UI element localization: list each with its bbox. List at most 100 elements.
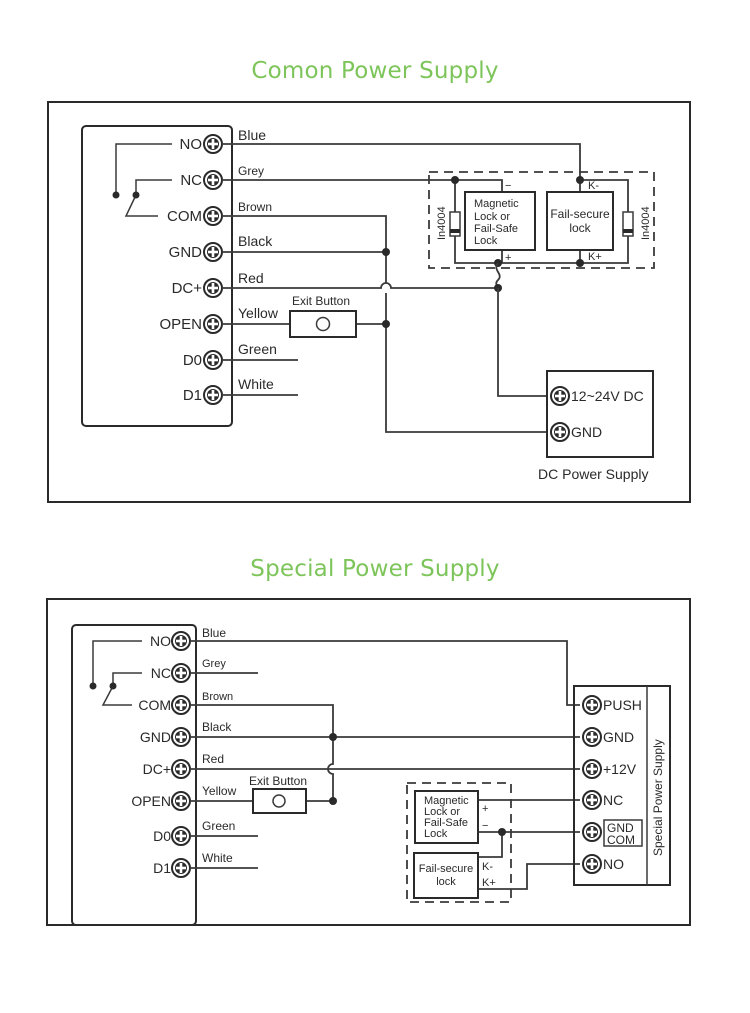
diagram-frame <box>46 598 691 926</box>
fail-secure-lock-box <box>413 852 479 899</box>
magnetic-lock-label-line: Lock <box>474 235 498 247</box>
wire-label-yellow: Yellow <box>238 305 279 321</box>
screw-terminal-icon <box>203 350 223 370</box>
psu-terminal-gnd: GND <box>571 424 602 440</box>
lock-enclosure <box>406 782 512 903</box>
wire-label-grey: Grey <box>202 658 226 670</box>
fail-secure-label-line: Fail-secure <box>550 207 610 221</box>
exit-button-label: Exit Button <box>292 294 350 308</box>
terminal-label-dc-plus: DC+ <box>172 280 203 297</box>
wire-label-red: Red <box>202 752 224 766</box>
terminal-label-d0: D0 <box>183 352 202 369</box>
screw-terminal-icon <box>550 386 570 406</box>
psu-terminal-12v: +12V <box>603 761 637 777</box>
magnetic-lock-label-line: Magnetic <box>424 795 469 807</box>
controller-box <box>71 624 197 926</box>
magnetic-lock-label-line: Lock or <box>474 211 510 223</box>
screw-terminal-icon <box>582 790 602 810</box>
wire-label-green: Green <box>238 341 277 357</box>
special-power-supply-label: Special Power Supply <box>651 739 665 856</box>
terminal-label-d1: D1 <box>153 860 171 876</box>
screw-terminal-icon <box>582 854 602 874</box>
terminal-label-nc: NC <box>151 665 171 681</box>
k-plus-label: K+ <box>482 877 496 889</box>
psu-terminal-12-24v: 12~24V DC <box>571 388 644 404</box>
magnetic-lock-label-line: Fail-Safe <box>424 817 468 829</box>
polarity-minus: − <box>505 180 511 192</box>
fail-secure-label-line: Fail-secure <box>419 863 473 875</box>
screw-terminal-icon <box>203 206 223 226</box>
psu-terminal-gnd-com-top: GND <box>607 821 634 835</box>
terminal-label-no: NO <box>150 633 171 649</box>
wire-label-brown: Brown <box>202 691 233 703</box>
diagram-1-title: Comon Power Supply <box>251 58 499 84</box>
screw-terminal-icon <box>582 727 602 747</box>
fail-secure-label-line: lock <box>436 876 456 888</box>
screw-terminal-icon <box>203 242 223 262</box>
terminal-label-com: COM <box>138 697 171 713</box>
exit-button-icon <box>315 316 331 332</box>
wire-label-red: Red <box>238 270 264 286</box>
screw-terminal-icon <box>582 695 602 715</box>
exit-button-icon <box>272 794 286 808</box>
diagram-frame <box>47 101 691 503</box>
fail-secure-label-line: lock <box>569 221 591 235</box>
screw-terminal-icon <box>171 759 191 779</box>
terminal-label-dc-plus: DC+ <box>143 761 171 777</box>
psu-terminal-gnd-com-bottom: COM <box>607 833 635 847</box>
lock-enclosure <box>428 171 655 269</box>
screw-terminal-icon <box>171 663 191 683</box>
wire-label-grey: Grey <box>238 164 264 178</box>
magnetic-lock-label-line: Fail-Safe <box>474 223 518 235</box>
psu-terminal-gnd: GND <box>603 729 634 745</box>
k-plus-label: K+ <box>588 251 602 263</box>
screw-terminal-icon <box>550 422 570 442</box>
exit-button <box>252 788 307 814</box>
wire-label-brown: Brown <box>238 200 272 214</box>
dc-power-supply-label: DC Power Supply <box>538 466 649 482</box>
diode-label: In4004 <box>436 206 448 240</box>
screw-terminal-icon <box>582 759 602 779</box>
screw-terminal-icon <box>171 631 191 651</box>
screw-terminal-icon <box>203 134 223 154</box>
k-minus-label: K- <box>482 861 493 873</box>
dc-power-supply-box <box>546 370 654 458</box>
polarity-minus: − <box>482 820 488 832</box>
magnetic-lock-label-line: Magnetic <box>474 198 519 210</box>
exit-button-label: Exit Button <box>249 774 307 788</box>
controller-terminals: NO NC COM GND DC+ OPEN D0 D1 <box>131 631 191 878</box>
wire-label-white: White <box>238 376 274 392</box>
terminal-label-gnd: GND <box>140 729 171 745</box>
terminal-label-d0: D0 <box>153 828 171 844</box>
diagram-common-power-supply: NO NC COM GND DC+ OPEN D0 D1 Blue Grey B… <box>47 101 691 503</box>
terminal-label-nc: NC <box>180 172 202 189</box>
screw-terminal-icon <box>203 170 223 190</box>
screw-terminal-icon <box>171 695 191 715</box>
terminal-label-no: NO <box>180 136 203 153</box>
polarity-plus: + <box>482 803 488 815</box>
screw-terminal-icon <box>203 314 223 334</box>
magnetic-lock-box <box>464 191 536 251</box>
psu-terminal-no: NO <box>603 856 624 872</box>
screw-terminal-icon <box>171 858 191 878</box>
exit-button <box>289 310 357 338</box>
k-minus-label: K- <box>588 180 599 192</box>
wire-labels: Blue Grey Brown Black Red Yellow Green W… <box>202 626 237 865</box>
magnetic-lock-label-line: Lock or <box>424 806 460 818</box>
special-power-supply-box <box>573 685 671 886</box>
controller-terminals: NO NC COM GND DC+ OPEN D0 D1 <box>159 134 223 405</box>
screw-terminal-icon <box>203 385 223 405</box>
diode-label: In4004 <box>640 206 652 240</box>
terminal-label-d1: D1 <box>183 387 202 404</box>
wire-label-blue: Blue <box>238 127 266 143</box>
screw-terminal-icon <box>203 278 223 298</box>
screw-terminal-icon <box>171 826 191 846</box>
diagram-2-title: Special Power Supply <box>250 556 500 582</box>
wire-label-yellow: Yellow <box>202 784 237 798</box>
polarity-plus: + <box>505 252 511 264</box>
diode-icon <box>449 211 461 237</box>
wire-label-blue: Blue <box>202 626 226 640</box>
diode-icon <box>622 211 634 237</box>
wire-label-green: Green <box>202 819 235 833</box>
